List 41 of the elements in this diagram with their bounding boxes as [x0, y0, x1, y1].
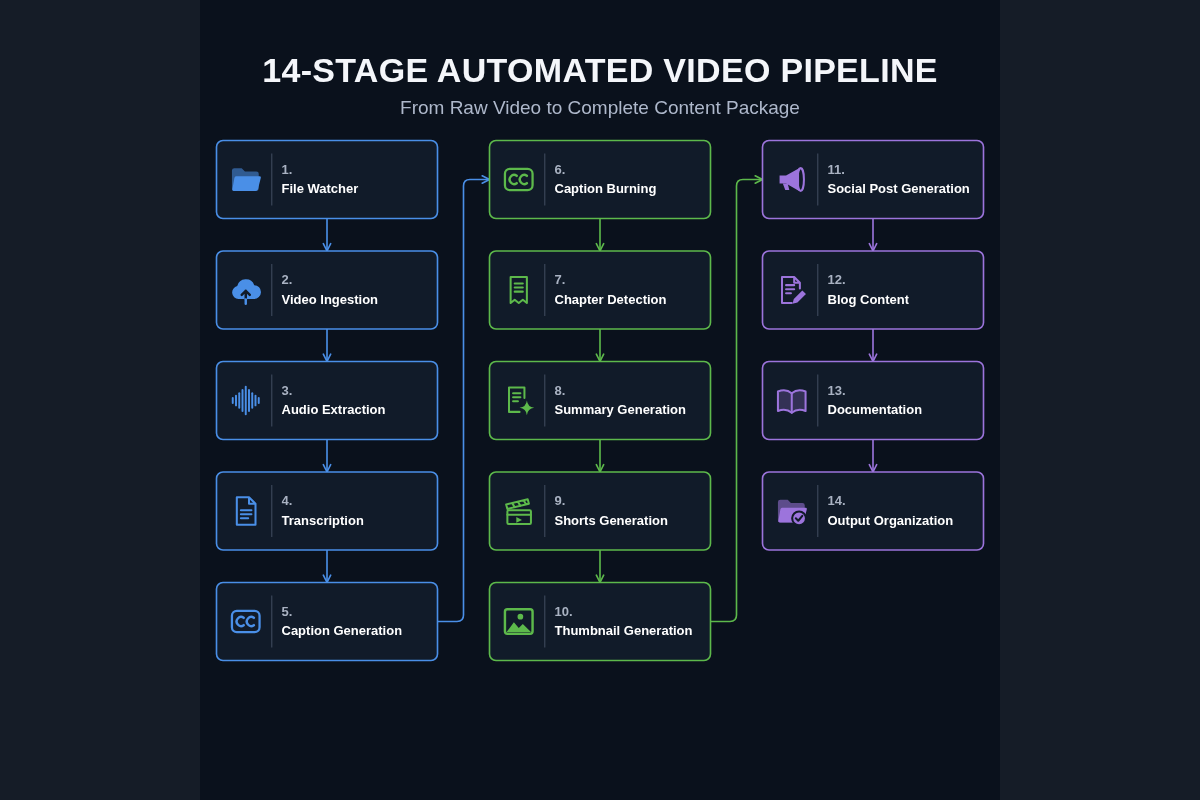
stage-name: Caption Generation	[281, 623, 403, 638]
stage-number: 13.	[827, 383, 846, 398]
stage-number: 10.	[554, 604, 573, 619]
arrow	[868, 217, 878, 252]
stage-number: 11.	[827, 162, 845, 177]
stage-name: Social Post Generation	[827, 181, 970, 196]
stage-name: Summary Generation	[554, 402, 686, 417]
title: 14-STAGE AUTOMATED VIDEO PIPELINE	[262, 50, 938, 90]
stage-name: Thumbnail Generation	[554, 623, 693, 638]
arrow	[322, 438, 332, 473]
stage-name: Caption Burning	[554, 181, 657, 196]
arrow	[322, 549, 332, 584]
stage-number: 2.	[281, 272, 293, 287]
stage-name: Documentation	[827, 402, 923, 417]
stage-number: 7.	[554, 272, 566, 287]
arrow	[322, 328, 332, 363]
subtitle: From Raw Video to Complete Content Package	[400, 96, 800, 120]
stage-name: Shorts Generation	[554, 513, 668, 528]
stage-number: 12.	[827, 272, 846, 287]
arrow	[595, 438, 605, 473]
stage-number: 5.	[281, 604, 293, 619]
arrow	[595, 549, 605, 584]
stage-name: Output Organization	[827, 513, 954, 528]
stage-number: 9.	[554, 493, 566, 508]
stage-name: Video Ingestion	[281, 292, 379, 307]
arrow	[595, 328, 605, 363]
stage-number: 1.	[281, 162, 293, 177]
stage-number: 6.	[554, 162, 566, 177]
stage-name: Chapter Detection	[554, 292, 667, 307]
stage-name: Blog Content	[827, 292, 910, 307]
stage-number: 3.	[281, 383, 293, 398]
stage-number: 4.	[281, 493, 293, 508]
stage-number: 8.	[554, 383, 566, 398]
arrow	[868, 438, 878, 473]
arrow	[595, 217, 605, 252]
arrow	[322, 217, 332, 252]
stage-name: File Watcher	[281, 181, 359, 196]
stage-number: 14.	[827, 493, 846, 508]
stage-name: Audio Extraction	[281, 402, 386, 417]
stage-name: Transcription	[281, 513, 364, 528]
arrow	[868, 328, 878, 363]
